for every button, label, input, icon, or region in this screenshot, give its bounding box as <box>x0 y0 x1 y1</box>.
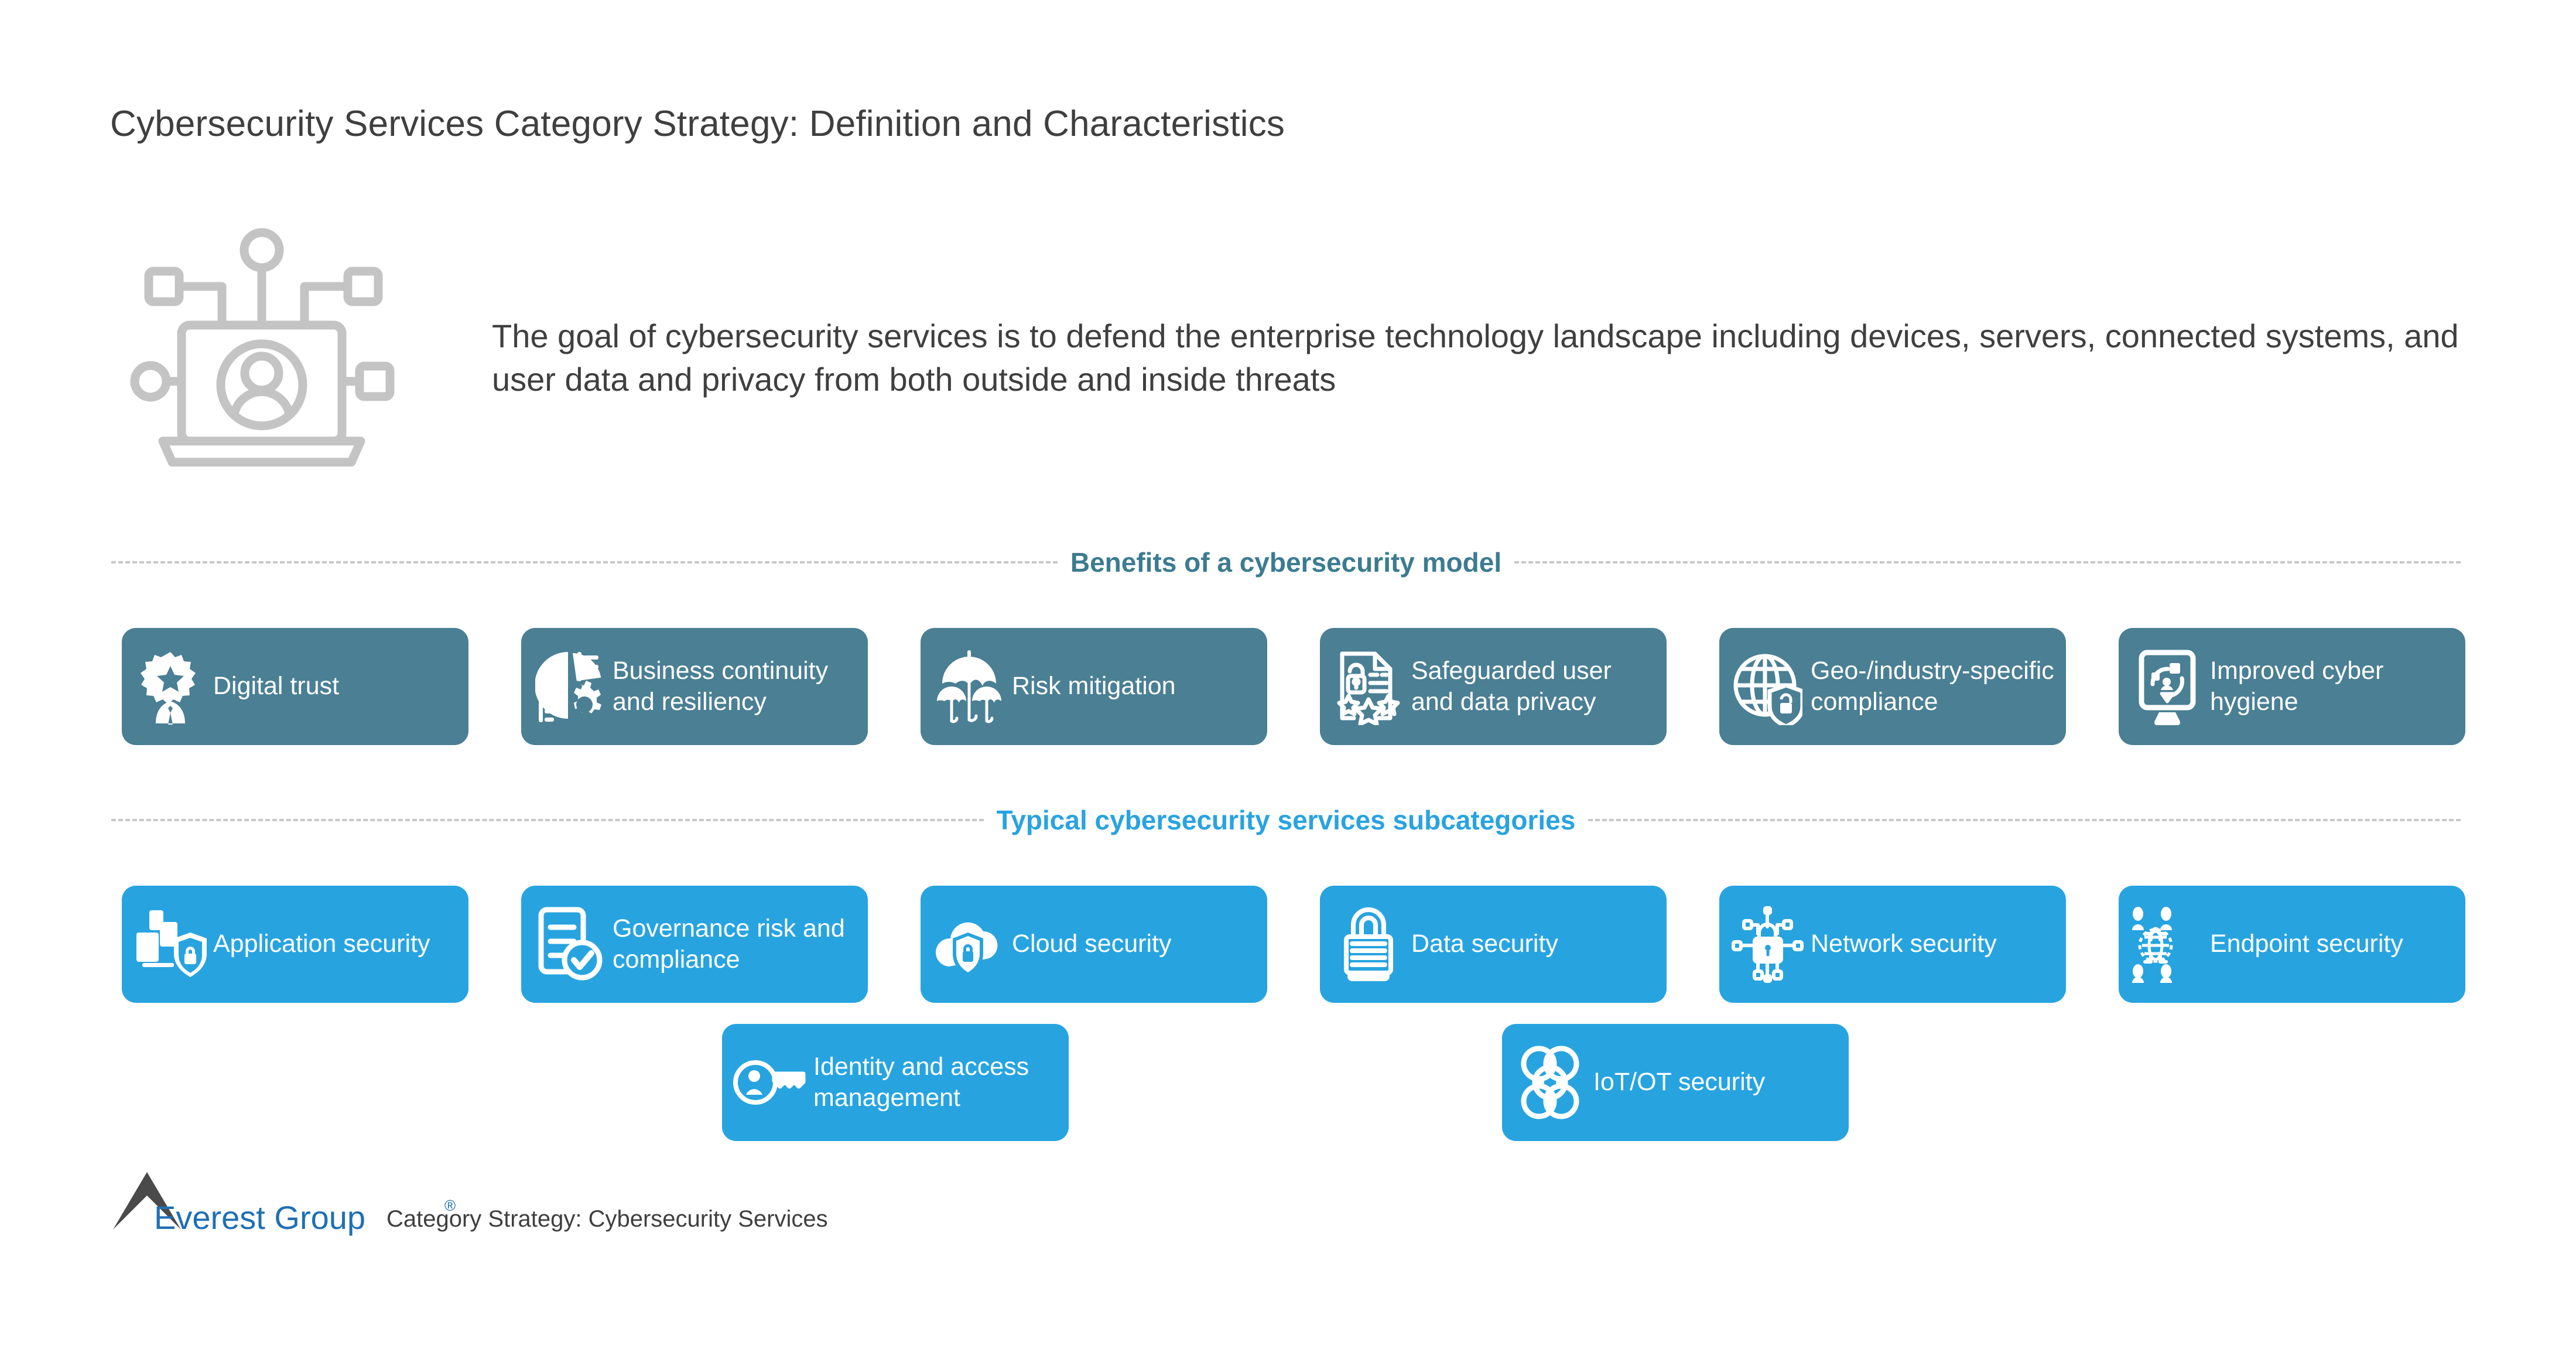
padlock-icon <box>1330 900 1407 988</box>
subcategory-card-label: Application security <box>213 930 430 958</box>
umbrellas-icon <box>931 643 1007 730</box>
subcategory-card-iot-ot-security[interactable]: IoT/OT security <box>1502 1024 1849 1141</box>
subcategory-card-label: Cloud security <box>1012 930 1172 958</box>
laptop-user-network-icon <box>118 226 405 472</box>
divider-rule-right <box>1514 561 2461 563</box>
subcategory-card-governance-risk-compliance[interactable]: Governance risk and compliance <box>521 886 868 1003</box>
subcategory-card-label: Endpoint security <box>2210 930 2403 958</box>
subcategory-card-endpoint-security[interactable]: Endpoint security <box>2119 886 2465 1003</box>
benefit-card-improved-cyber-hygiene[interactable]: Improved cyber hygiene <box>2119 628 2465 745</box>
page-title: Cybersecurity Services Category Strategy… <box>110 104 1285 144</box>
subcategory-card-label: Governance risk and compliance <box>613 914 845 974</box>
benefits-section-caption: Benefits of a cybersecurity model <box>1070 547 1502 578</box>
subcategory-card-cloud-security[interactable]: Cloud security <box>921 886 1267 1003</box>
divider-rule-left <box>111 561 1058 563</box>
logo-wordmark: Everest Group <box>154 1199 366 1236</box>
globe-shield-lock-icon <box>1730 643 1806 730</box>
key-user-icon <box>733 1039 809 1126</box>
mountain-chevron-icon <box>113 1172 181 1230</box>
benefits-section-divider: Benefits of a cybersecurity model <box>111 545 2461 580</box>
subcategories-section-divider: Typical cybersecurity services subcatego… <box>111 802 2461 838</box>
benefit-card-label: Risk mitigation <box>1012 672 1176 701</box>
benefit-card-label: Business continuity and resiliency <box>613 656 829 716</box>
subcategory-card-data-security[interactable]: Data security <box>1320 886 1667 1003</box>
benefit-card-risk-mitigation[interactable]: Risk mitigation <box>921 628 1267 745</box>
globe-users-endpoints-icon <box>2129 900 2205 988</box>
subcategory-card-label: Network security <box>1811 930 1997 958</box>
logo-registered-mark: ® <box>444 1197 456 1214</box>
everest-group-logo: Everest Group ® <box>108 1169 456 1234</box>
benefit-card-safeguarded-privacy[interactable]: Safeguarded user and data privacy <box>1320 628 1667 745</box>
person-star-badge-icon <box>132 643 208 730</box>
subcategory-card-label: IoT/OT security <box>1593 1068 1766 1097</box>
divider-rule-right <box>1588 819 2461 821</box>
benefit-card-label: Safeguarded user and data privacy <box>1411 656 1612 716</box>
footer: Everest Group ® Category Strategy: Cyber… <box>108 1169 828 1234</box>
monitor-user-refresh-icon <box>2129 643 2205 730</box>
devices-shield-lock-icon <box>132 900 208 988</box>
benefit-card-label: Geo-/industry-specific compliance <box>1811 656 2054 716</box>
benefit-card-geo-industry-compliance[interactable]: Geo-/industry-specific compliance <box>1719 628 2066 745</box>
iot-devices-cluster-icon <box>1513 1039 1589 1126</box>
subcategory-card-application-security[interactable]: Application security <box>122 886 468 1003</box>
subcategory-card-label: Data security <box>1411 930 1558 958</box>
pie-chart-gear-icon <box>532 643 608 730</box>
hero-block: The goal of cybersecurity services is to… <box>110 226 2464 467</box>
footer-caption: Category Strategy: Cybersecurity Service… <box>386 1206 828 1232</box>
cloud-shield-lock-icon <box>931 900 1007 988</box>
document-lock-stars-icon <box>1330 643 1407 730</box>
network-lock-nodes-icon <box>1730 900 1806 988</box>
benefit-card-business-continuity[interactable]: Business continuity and resiliency <box>521 628 868 745</box>
subcategory-card-identity-access-management[interactable]: Identity and access management <box>722 1024 1069 1141</box>
document-check-icon <box>532 900 608 988</box>
hero-description: The goal of cybersecurity services is to… <box>492 317 2459 398</box>
benefit-card-digital-trust[interactable]: Digital trust <box>122 628 468 745</box>
subcategory-card-network-security[interactable]: Network security <box>1719 886 2066 1003</box>
benefit-card-label: Improved cyber hygiene <box>2210 656 2384 716</box>
subcategories-section-caption: Typical cybersecurity services subcatego… <box>996 805 1576 835</box>
benefit-card-label: Digital trust <box>213 672 340 701</box>
divider-rule-left <box>111 819 984 821</box>
subcategory-card-label: Identity and access management <box>813 1052 1029 1112</box>
